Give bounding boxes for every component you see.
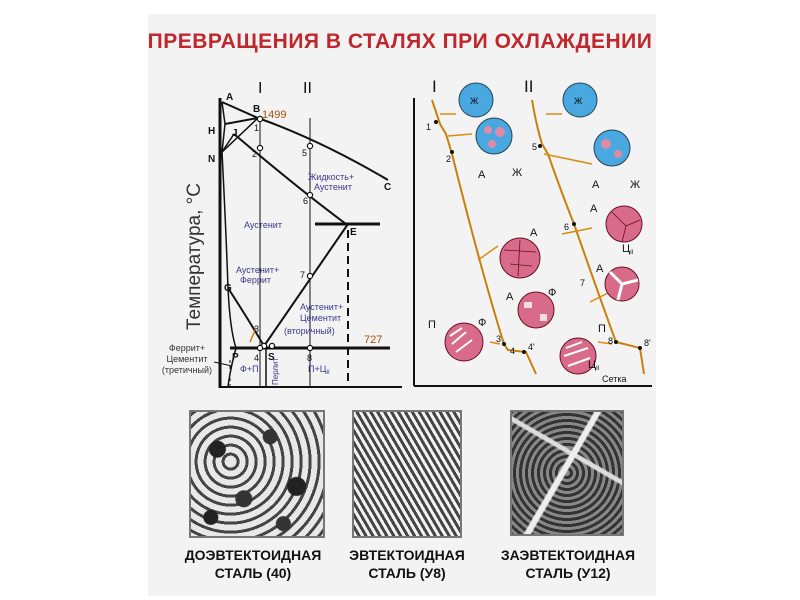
temp-727: 727: [364, 334, 382, 346]
num-4: 4: [510, 346, 515, 356]
label-a-6: А: [596, 263, 604, 275]
point-7: 7: [300, 270, 305, 280]
peritectic-line: [224, 117, 259, 125]
region-aus-cem-1: Аустенит+: [300, 302, 343, 312]
austenite-grain-II: [605, 205, 643, 243]
curve-header-II: II: [524, 77, 533, 96]
pearlite-cementite-grain: [559, 337, 597, 375]
label-a-5: А: [506, 291, 514, 303]
pq-line: [227, 347, 237, 388]
num-3: 3: [496, 334, 501, 344]
num-8: 8: [608, 336, 613, 346]
y-axis-label: Температура, °С: [184, 183, 205, 330]
phase-diagram: Температура, °С I II 1499 727 A B H J N …: [184, 80, 402, 388]
label-a-1: А: [478, 169, 486, 181]
austenite-cementite-grain: [604, 266, 640, 302]
point-6: 6: [303, 196, 308, 206]
point-S: S: [268, 352, 275, 363]
temp-1499: 1499: [262, 109, 286, 121]
label-ts-2: ЦII: [588, 359, 600, 372]
point-J: J: [232, 128, 238, 139]
region-pearlite: Перлит: [271, 357, 280, 385]
label-zh-1: Ж: [470, 96, 479, 106]
label-a-3: А: [530, 227, 538, 239]
label-a-2: А: [592, 179, 600, 191]
liquid-austenite-grain-II: [593, 129, 631, 167]
num-1: 1: [426, 122, 431, 132]
label-p-1: П: [428, 319, 436, 331]
point-P: P: [232, 352, 239, 363]
label-ts-1: ЦII: [622, 243, 634, 256]
num-4p: 4': [528, 342, 535, 352]
label-p-2: П: [598, 323, 606, 335]
page-title: ПРЕВРАЩЕНИЯ В СТАЛЯХ ПРИ ОХЛАЖДЕНИИ: [147, 30, 653, 53]
liquid-grain-II: [562, 82, 598, 118]
region-liquid-1: Жидкость+: [308, 172, 354, 182]
caption-hypereutectoid: ЗАЭВТЕКТОИДНАЯ СТАЛЬ (У12): [500, 547, 636, 581]
ferrite-cem-arrow: [213, 361, 233, 367]
point-B: B: [253, 104, 260, 115]
point-A: A: [226, 92, 233, 103]
region-austenite: Аустенит: [244, 220, 282, 230]
point-4: 4: [254, 353, 259, 363]
point-N: N: [208, 154, 215, 165]
point-5: 5: [302, 148, 307, 158]
label-setka: Сетка: [602, 374, 626, 384]
label-f-2: Ф: [478, 317, 486, 329]
micrograph-hypoeutectoid: [189, 410, 325, 538]
caption-hypoeutectoid: ДОЭВТЕКТОИДНАЯ СТАЛЬ (40): [184, 547, 322, 581]
label-zh-3: Ж: [512, 167, 522, 179]
label-zh-4: Ж: [630, 179, 640, 191]
austenite-ferrite-grain: [517, 291, 555, 329]
num-5: 5: [532, 142, 537, 152]
region-liquid-2: Аустенит: [314, 182, 352, 192]
point-3: 3: [254, 324, 259, 334]
region-aus-ferrite-2: Феррит: [240, 275, 271, 285]
liquid-austenite-grain-I: [475, 117, 513, 155]
point-1: 1: [254, 123, 259, 133]
gp-line: [227, 287, 237, 349]
region-fp: Ф+П: [240, 364, 259, 374]
label-zh-2: Ж: [574, 96, 583, 106]
point-H: H: [208, 126, 215, 137]
num-7: 7: [580, 278, 585, 288]
point-C: C: [384, 182, 391, 193]
delta-lines: [221, 101, 259, 154]
point-8: 8: [307, 353, 312, 363]
region-pc: П+ЦII: [308, 364, 330, 376]
num-8p: 8': [644, 338, 651, 348]
jn-line: [221, 133, 235, 153]
num-6: 6: [564, 222, 569, 232]
point-E: E: [350, 227, 357, 238]
col-header-I: I: [258, 80, 262, 97]
micrograph-eutectoid: [352, 410, 462, 538]
curve-header-I: I: [432, 77, 437, 96]
point-2: 2: [252, 149, 257, 159]
se-line: [263, 223, 349, 347]
region-aus-cem-2: Цементит: [300, 313, 341, 323]
cooling-curves: I II: [413, 77, 652, 387]
liquidus-line: [221, 101, 389, 181]
cooling-curve-II: [531, 99, 645, 375]
micrograph-hypereutectoid: [510, 410, 624, 536]
solidus-line: [233, 133, 347, 225]
liquid-grain-I: [458, 82, 494, 118]
label-a-4: А: [590, 203, 598, 215]
col-header-II: II: [303, 80, 312, 97]
caption-eutectoid: ЭВТЕКТОИДНАЯ СТАЛЬ (У8): [349, 547, 465, 581]
region-aus-cem-3: (вторичный): [284, 326, 335, 336]
austenite-grain-I: [499, 237, 541, 279]
region-aus-ferrite-1: Аустенит+: [236, 265, 279, 275]
point-G: G: [224, 283, 232, 294]
ferrite-pearlite-grain: [444, 322, 484, 362]
ng-line: [221, 151, 229, 289]
gs-line: [227, 287, 265, 347]
ferrite-cementite-label: Феррит+ Цементит (третичный): [161, 343, 213, 375]
num-2: 2: [446, 154, 451, 164]
label-f-1: Ф: [548, 287, 556, 299]
